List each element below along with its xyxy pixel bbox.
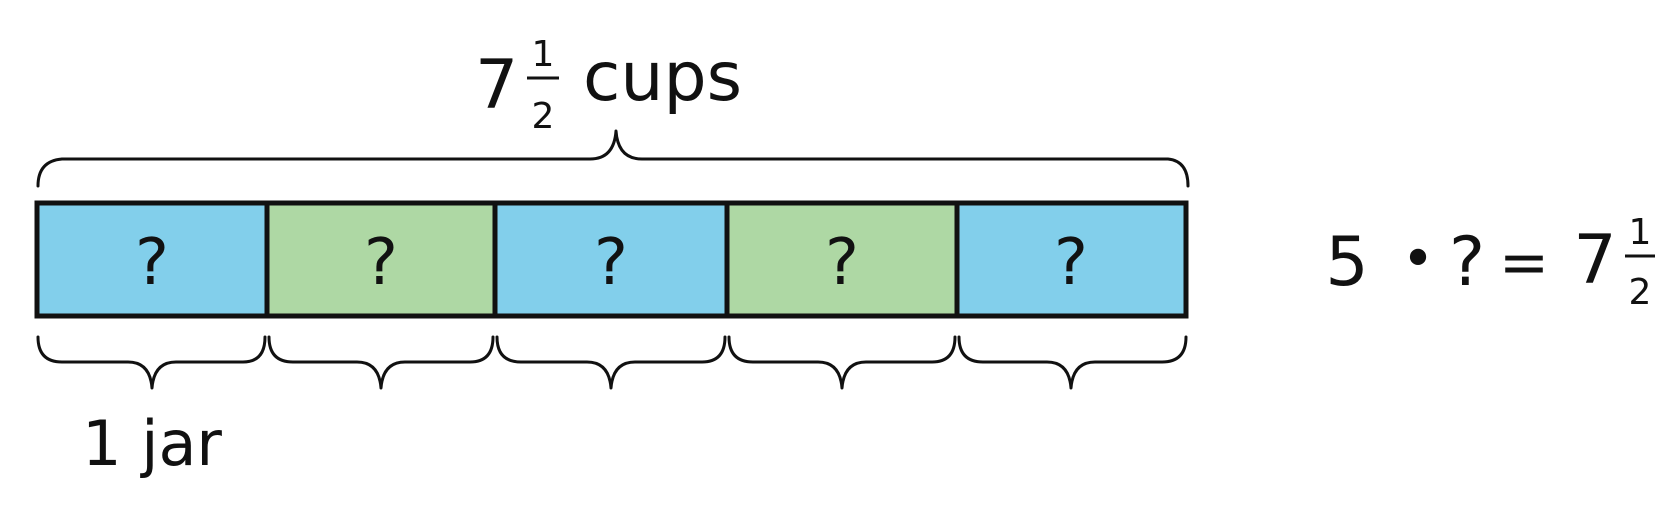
segment-4-brace: [727, 335, 957, 390]
segment-2-label: ?: [364, 226, 398, 300]
tape-segment-5: ?: [954, 200, 1189, 319]
equation-operator: •: [1401, 227, 1434, 292]
segment-1-label: ?: [135, 226, 169, 300]
segment-1-brace: [36, 335, 267, 390]
equation-factor: 5: [1325, 223, 1368, 302]
segment-5-label: ?: [1054, 226, 1088, 300]
segment-3-label: ?: [594, 226, 628, 300]
equation-equals: =: [1499, 228, 1549, 298]
tape-segment-1: ?: [34, 200, 270, 319]
segment-2-brace: [267, 335, 495, 390]
total-unit: cups: [583, 38, 742, 117]
part-label: 1 jar: [82, 407, 222, 480]
total-numerator: 1: [532, 34, 555, 75]
tape: ? ? ? ? ?: [34, 200, 1189, 319]
segment-4-label: ?: [825, 226, 859, 300]
tape-segment-4: ?: [724, 200, 960, 319]
total-label: 7 1 2 cups: [475, 34, 742, 137]
equation-whole: 7: [1573, 221, 1616, 300]
segment-2-box: [264, 200, 498, 319]
segment-5-brace: [957, 335, 1188, 390]
segment-5-box: [954, 200, 1189, 319]
equation-denominator: 2: [1629, 272, 1652, 313]
total-brace: [36, 129, 1190, 188]
total-whole: 7: [475, 46, 518, 125]
total-denominator: 2: [532, 96, 555, 137]
equation: 5 • ? = 7 1 2: [1325, 212, 1655, 313]
tape-segment-3: ?: [492, 200, 730, 319]
segment-3-brace: [495, 335, 727, 390]
equation-unknown: ?: [1449, 223, 1485, 302]
tape-segment-2: ?: [264, 200, 498, 319]
segment-3-box: [492, 200, 730, 319]
equation-numerator: 1: [1629, 212, 1652, 253]
